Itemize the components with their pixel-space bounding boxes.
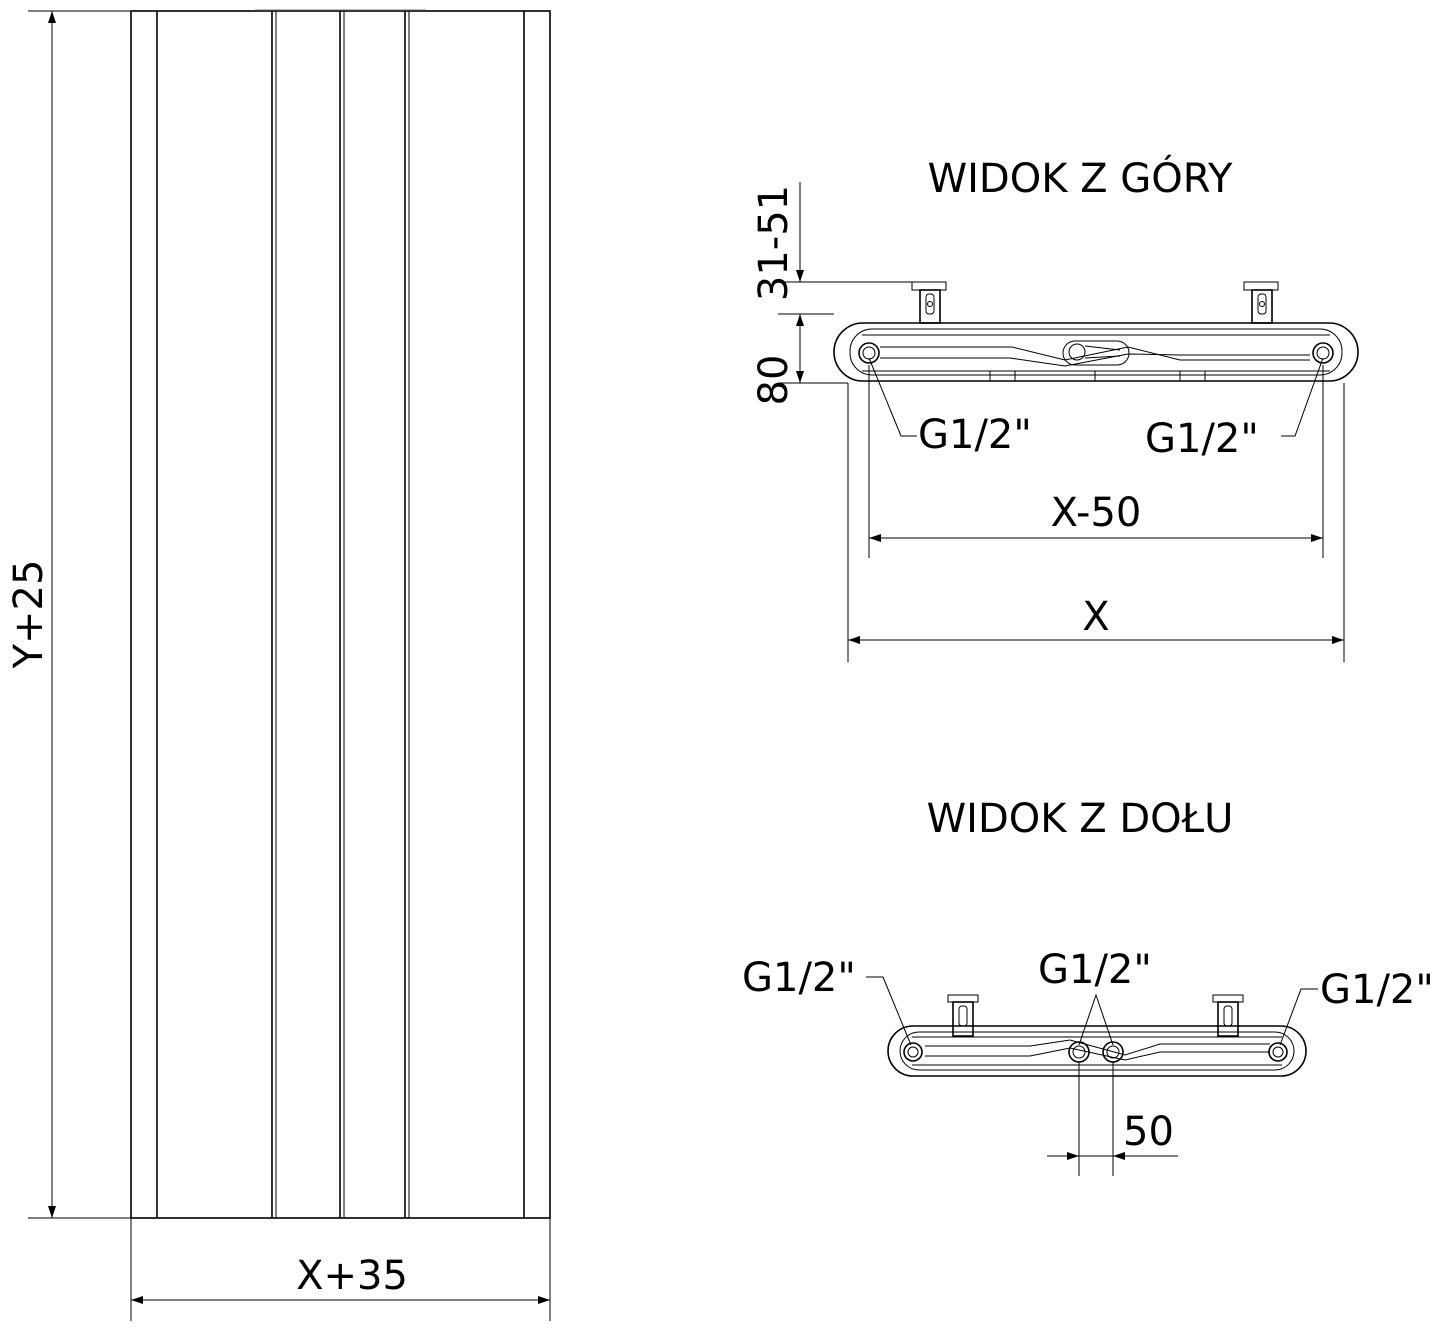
depth-label: 80 bbox=[751, 355, 797, 406]
panel-lines bbox=[156, 9, 525, 1218]
bottom-view: WIDOK Z DOŁU G1/2" G1/2" G1/2" bbox=[742, 796, 1434, 1176]
bottom-bracket-left-icon bbox=[947, 994, 979, 1037]
bottom-connection-left-icon bbox=[903, 1042, 923, 1062]
top-view-title: WIDOK Z GÓRY bbox=[928, 154, 1233, 202]
outer-width-label: X bbox=[1082, 594, 1109, 640]
wall-bracket-left-icon bbox=[911, 281, 947, 324]
bottom-connection-right-label: G1/2" bbox=[1320, 967, 1434, 1013]
width-label: X+35 bbox=[296, 1253, 408, 1299]
radiator-body-bottom bbox=[887, 1025, 1307, 1077]
top-connection-right-label: G1/2" bbox=[1145, 416, 1259, 462]
connection-right-icon bbox=[1312, 342, 1334, 364]
bottom-connection-left-label: G1/2" bbox=[742, 955, 856, 1001]
outer-width-dimension: X bbox=[847, 383, 1345, 662]
bottom-bracket-right-icon bbox=[1212, 994, 1244, 1037]
height-dimension: Y+25 bbox=[6, 10, 131, 1219]
inner-width-label: X-50 bbox=[1051, 490, 1142, 536]
bottom-connection-center-label: G1/2" bbox=[1038, 947, 1152, 993]
radiator-body-top bbox=[833, 322, 1359, 382]
height-label: Y+25 bbox=[6, 560, 52, 670]
depth-dimension: 31-51 80 bbox=[751, 182, 912, 405]
inner-width-dimension: X-50 bbox=[868, 365, 1324, 558]
bottom-connection-right-icon bbox=[1268, 1042, 1288, 1062]
front-view: Y+25 X+35 bbox=[6, 9, 551, 1321]
width-dimension: X+35 bbox=[130, 1218, 551, 1321]
top-view: WIDOK Z GÓRY bbox=[751, 154, 1359, 662]
bracket-depth-label: 31-51 bbox=[751, 185, 797, 301]
connection-left-icon bbox=[858, 342, 880, 364]
top-connection-left-label: G1/2" bbox=[918, 412, 1032, 458]
center-valve-icon bbox=[1062, 340, 1130, 366]
bottom-view-title: WIDOK Z DOŁU bbox=[927, 796, 1234, 842]
spacing-dimension: 50 bbox=[1047, 1062, 1178, 1176]
spacing-label: 50 bbox=[1123, 1109, 1174, 1155]
wall-bracket-right-icon bbox=[1243, 281, 1279, 324]
